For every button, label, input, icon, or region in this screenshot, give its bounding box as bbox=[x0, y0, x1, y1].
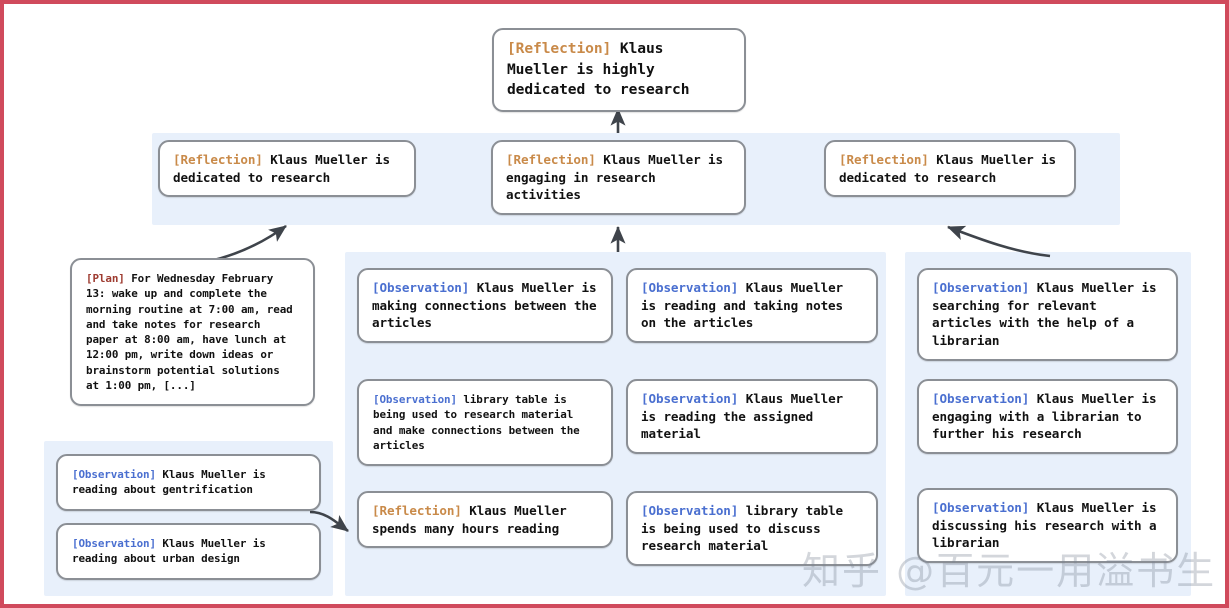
node-observation-discussing-librarian[interactable]: [Observation] Klaus Mueller is discussin… bbox=[917, 488, 1178, 563]
node-root-reflection[interactable]: [Reflection] Klaus Mueller is highly ded… bbox=[492, 28, 746, 113]
node-observation-engaging-librarian[interactable]: [Observation] Klaus Mueller is engaging … bbox=[917, 379, 1178, 454]
node-observation-connections[interactable]: [Observation] Klaus Mueller is making co… bbox=[357, 268, 613, 343]
node-text: Klaus Mueller is engaging in research ac… bbox=[506, 152, 723, 203]
node-text: Klaus Mueller is reading the assigned ma… bbox=[641, 391, 844, 442]
tag-observation: [Observation] bbox=[932, 391, 1030, 406]
node-reflection-right[interactable]: [Reflection] Klaus Mueller is dedicated … bbox=[824, 140, 1076, 198]
tag-observation: [Observation] bbox=[72, 537, 156, 550]
tag-observation: [Observation] bbox=[641, 391, 739, 406]
node-text: library table is being used to discuss r… bbox=[641, 503, 844, 554]
tag-observation: [Observation] bbox=[373, 393, 457, 406]
node-text: Klaus Mueller is reading and taking note… bbox=[641, 280, 844, 331]
node-observation-urban-design[interactable]: [Observation] Klaus Mueller is reading a… bbox=[56, 523, 321, 580]
tag-observation: [Observation] bbox=[641, 503, 739, 518]
tag-observation: [Observation] bbox=[932, 280, 1030, 295]
tag-reflection: [Reflection] bbox=[507, 40, 612, 57]
node-text: Klaus Mueller is discussing his research… bbox=[932, 500, 1157, 551]
node-text: library table is being used to research … bbox=[373, 393, 580, 452]
tag-reflection: [Reflection] bbox=[173, 152, 263, 167]
node-text: Klaus Mueller spends many hours reading bbox=[372, 503, 567, 536]
tag-observation: [Observation] bbox=[932, 500, 1030, 515]
tag-reflection: [Reflection] bbox=[372, 503, 462, 518]
node-reflection-center[interactable]: [Reflection] Klaus Mueller is engaging i… bbox=[491, 140, 746, 215]
node-observation-searching-articles[interactable]: [Observation] Klaus Mueller is searching… bbox=[917, 268, 1178, 361]
node-observation-assigned-material[interactable]: [Observation] Klaus Mueller is reading t… bbox=[626, 379, 878, 454]
node-observation-library-table-discuss[interactable]: [Observation] library table is being use… bbox=[626, 491, 878, 566]
node-observation-taking-notes[interactable]: [Observation] Klaus Mueller is reading a… bbox=[626, 268, 878, 343]
node-observation-library-table-connections[interactable]: [Observation] library table is being use… bbox=[357, 379, 613, 467]
node-text: Klaus Mueller is engaging with a librari… bbox=[932, 391, 1157, 442]
tag-reflection: [Reflection] bbox=[839, 152, 929, 167]
node-text: Klaus Mueller is reading about urban des… bbox=[72, 537, 266, 566]
node-reflection-hours-reading[interactable]: [Reflection] Klaus Mueller spends many h… bbox=[357, 491, 613, 549]
tag-observation: [Observation] bbox=[372, 280, 470, 295]
node-text: Klaus Mueller is highly dedicated to res… bbox=[507, 40, 690, 99]
watermark: 知乎 @百元一用溢书生 bbox=[802, 549, 1217, 593]
node-text: Klaus Mueller is making connections betw… bbox=[372, 280, 597, 331]
node-text: Klaus Mueller is dedicated to research bbox=[839, 152, 1056, 185]
node-reflection-left[interactable]: [Reflection] Klaus Mueller is dedicated … bbox=[158, 140, 416, 198]
tag-observation: [Observation] bbox=[72, 468, 156, 481]
node-text: Klaus Mueller is searching for relevant … bbox=[932, 280, 1157, 348]
node-plan[interactable]: [Plan] For Wednesday February 13: wake u… bbox=[70, 258, 315, 407]
tag-observation: [Observation] bbox=[641, 280, 739, 295]
tag-reflection: [Reflection] bbox=[506, 152, 596, 167]
node-observation-gentrification[interactable]: [Observation] Klaus Mueller is reading a… bbox=[56, 454, 321, 511]
node-text: For Wednesday February 13: wake up and c… bbox=[86, 272, 293, 392]
tag-plan: [Plan] bbox=[86, 272, 125, 285]
node-text: Klaus Mueller is dedicated to research bbox=[173, 152, 390, 185]
node-text: Klaus Mueller is reading about gentrific… bbox=[72, 468, 266, 497]
